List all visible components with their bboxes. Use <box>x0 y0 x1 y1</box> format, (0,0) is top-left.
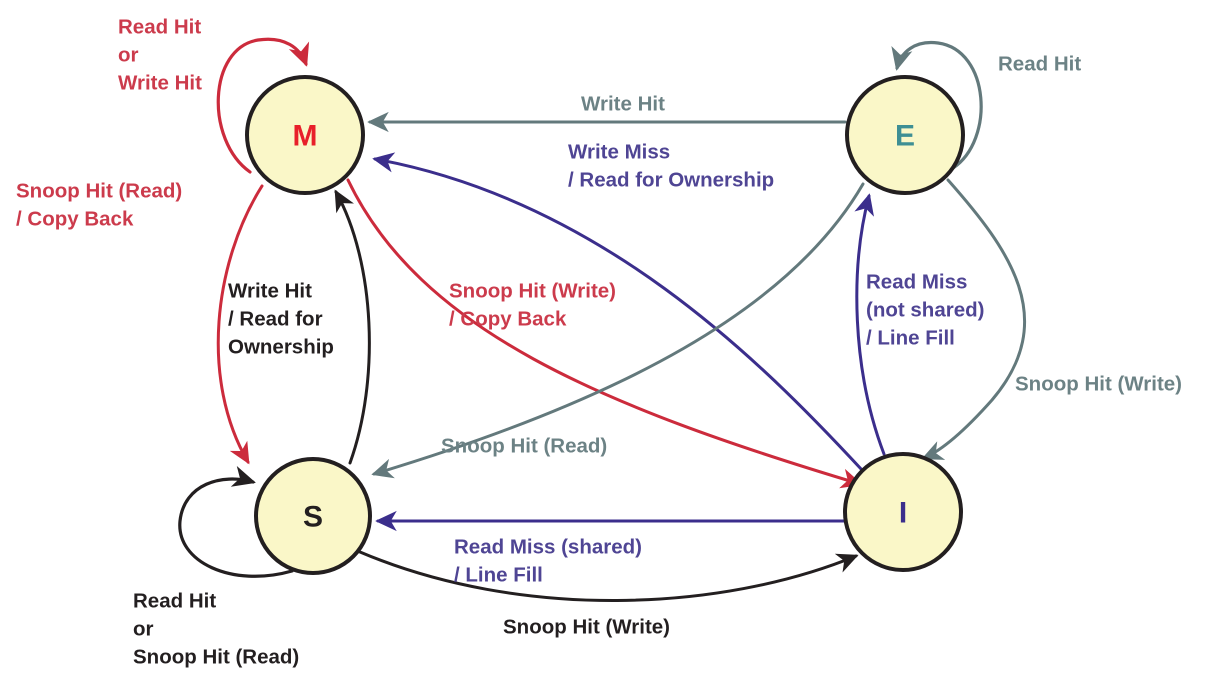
edge-label-line: / Copy Back <box>449 307 567 330</box>
state-node-M[interactable]: M <box>245 75 365 195</box>
edge-label-line: / Read for <box>228 307 323 330</box>
edge-i-to-e-path <box>854 193 886 456</box>
edge-label-line: Read Hit <box>118 15 201 38</box>
edge-label-line: Read Hit <box>133 589 216 612</box>
edge-label-line: / Line Fill <box>454 563 543 586</box>
edge-e-to-s-path <box>371 182 865 479</box>
state-circle-E <box>845 75 965 195</box>
edge-label-e-self: Read Hit <box>998 52 1081 75</box>
edge-label-s-self: Read Hit or Snoop Hit (Read) <box>133 589 299 668</box>
state-node-I[interactable]: I <box>843 452 963 572</box>
edge-i-to-m-path <box>372 152 864 472</box>
edge-label-line: Snoop Hit (Write) <box>503 615 670 638</box>
edge-label-line: / Read for Ownership <box>568 168 774 191</box>
edge-label-line: Snoop Hit (Write) <box>449 279 616 302</box>
edge-label-e-to-s: Snoop Hit (Read) <box>441 434 607 457</box>
state-label-S: S <box>303 501 323 534</box>
edge-label-s-to-m: Write Hit / Read for Ownership <box>228 279 334 358</box>
edge-label-e-to-i: Snoop Hit (Write) <box>1015 372 1182 395</box>
edge-label-m-self: Read Hit or Write Hit <box>118 15 202 94</box>
edge-label-line: Snoop Hit (Read) <box>441 434 607 457</box>
edge-s-to-i-path <box>358 550 859 602</box>
edge-label-line: Read Miss <box>866 270 967 293</box>
edge-s-to-m-path <box>334 189 371 465</box>
state-label-M: M <box>293 120 318 153</box>
edge-label-line: Snoop Hit (Read) <box>16 179 182 202</box>
edge-label-line: / Line Fill <box>866 326 955 349</box>
edge-label-line: Snoop Hit (Read) <box>133 645 299 668</box>
state-circle-M <box>245 75 365 195</box>
edge-label-e-to-m: Write Hit <box>581 92 665 115</box>
state-label-I: I <box>899 497 907 530</box>
edge-label-line: / Copy Back <box>16 207 134 230</box>
edge-label-i-to-m: Write Miss / Read for Ownership <box>568 140 774 191</box>
state-node-S[interactable]: S <box>254 457 372 575</box>
edge-m-to-s-path <box>216 184 264 465</box>
state-circle-S <box>254 457 372 575</box>
edge-e-to-i-path <box>921 178 1027 460</box>
edge-label-line: Snoop Hit (Write) <box>1015 372 1182 395</box>
edge-label-line: Ownership <box>228 335 334 358</box>
edge-label-line: Write Miss <box>568 140 670 163</box>
state-circle-I <box>843 452 963 572</box>
edge-label-line: Read Hit <box>998 52 1081 75</box>
edge-label-i-to-s: Read Miss (shared) / Line Fill <box>454 535 642 586</box>
edge-label-line: Write Hit <box>118 71 202 94</box>
edge-m-to-i-path <box>346 178 863 489</box>
state-node-E[interactable]: E <box>845 75 965 195</box>
edge-label-line: Read Miss (shared) <box>454 535 642 558</box>
edge-e-self-path <box>891 40 983 170</box>
state-label-E: E <box>895 120 915 153</box>
edge-label-line: Write Hit <box>581 92 665 115</box>
edge-label-line: Write Hit <box>228 279 312 302</box>
edge-label-line: or <box>133 617 154 640</box>
edge-label-line: (not shared) <box>866 298 984 321</box>
edge-m-self-path <box>216 37 310 174</box>
edge-label-line: or <box>118 43 139 66</box>
edge-s-self-path <box>178 466 294 578</box>
edge-label-m-to-i: Snoop Hit (Write) / Copy Back <box>449 279 616 330</box>
edge-label-s-to-i: Snoop Hit (Write) <box>503 615 670 638</box>
edge-label-m-to-s: Snoop Hit (Read) / Copy Back <box>16 179 182 230</box>
edge-label-i-to-e: Read Miss (not shared) / Line Fill <box>866 270 984 349</box>
